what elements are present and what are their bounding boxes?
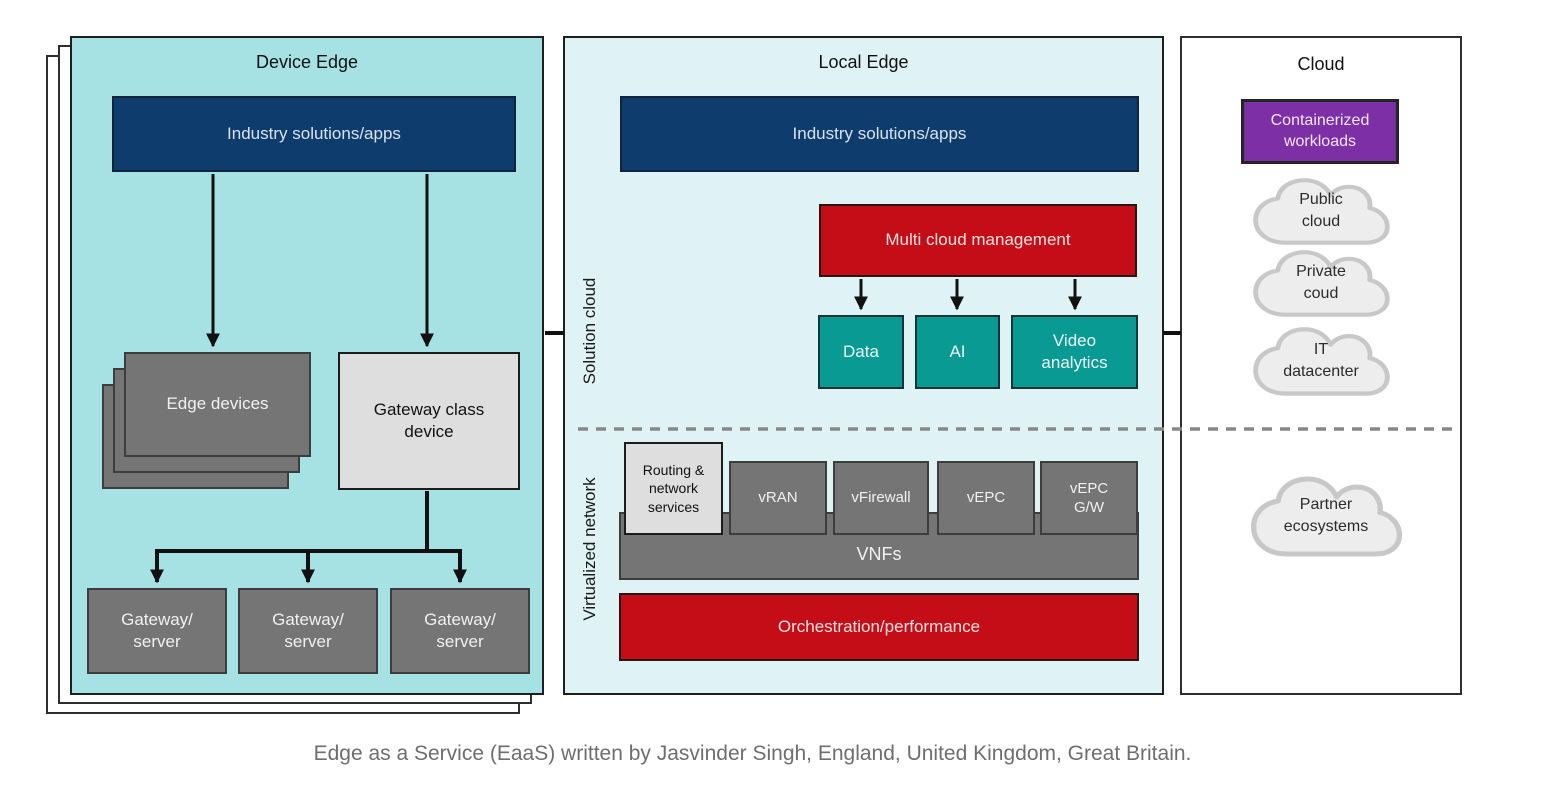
- edge-devices-box: Edge devices: [124, 352, 311, 457]
- routing-network-services-box: Routing & network services: [624, 442, 723, 535]
- cloud-icon: [1253, 327, 1390, 396]
- device-edge-title: Device Edge: [255, 52, 359, 72]
- cloud-icon: [1253, 178, 1390, 245]
- vepc-gw-box: vEPC G/W: [1040, 461, 1138, 535]
- industry-solutions-label: Industry solutions/apps: [227, 123, 401, 143]
- vepc-label: vEPC: [966, 489, 1006, 507]
- cloud-icon: [1250, 476, 1403, 557]
- local-edge-title: Local Edge: [818, 52, 909, 72]
- vfirewall-box: vFirewall: [833, 461, 929, 535]
- gateway-class-device-label: Gateway class device: [373, 399, 485, 441]
- vepc-gw-label: vEPC G/W: [1069, 479, 1109, 517]
- cloud-title: Cloud: [1297, 54, 1345, 74]
- partner-ecosystems-cloud: Partner ecosystems: [1243, 474, 1409, 558]
- routing-network-services-label: Routing & network services: [642, 462, 705, 515]
- multi-cloud-management-label: Multi cloud management: [885, 230, 1071, 250]
- vran-label: vRAN: [758, 489, 798, 507]
- cloud-icon: [1253, 250, 1390, 317]
- it-datacenter-cloud: IT datacenter: [1246, 325, 1396, 397]
- gateway-server-label: Gateway/ server: [272, 609, 344, 651]
- gateway-server-box: Gateway/ server: [87, 588, 227, 674]
- vfirewall-label: vFirewall: [851, 489, 911, 507]
- gateway-server-label: Gateway/ server: [424, 609, 496, 651]
- multi-cloud-management-box: Multi cloud management: [819, 204, 1137, 277]
- orchestration-performance-box: Orchestration/performance: [619, 593, 1139, 661]
- industry-solutions-box-device: Industry solutions/apps: [112, 96, 516, 172]
- partner-ecosystems-label: Partner ecosystems: [1283, 496, 1369, 535]
- vepc-box: vEPC: [937, 461, 1035, 535]
- gateway-server-box: Gateway/ server: [238, 588, 378, 674]
- data-box: Data: [818, 315, 904, 389]
- solution-cloud-label: Solution cloud: [580, 277, 599, 385]
- gateway-server-label: Gateway/ server: [121, 609, 193, 651]
- diagram-caption: Edge as a Service (EaaS) written by Jasv…: [313, 742, 1192, 765]
- public-cloud-label: Public cloud: [1299, 191, 1343, 230]
- virtualized-network-label: Virtualized network: [580, 477, 599, 621]
- data-label: Data: [843, 341, 879, 361]
- orchestration-performance-label: Orchestration/performance: [777, 616, 981, 636]
- private-cloud: Private coud: [1246, 248, 1396, 318]
- vnfs-label: VNFs: [856, 543, 902, 564]
- public-cloud: Public cloud: [1246, 176, 1396, 246]
- containerized-workloads-box: Containerized workloads: [1241, 99, 1399, 164]
- containerized-workloads-label: Containerized workloads: [1270, 111, 1370, 150]
- ai-box: AI: [915, 315, 1000, 389]
- gateway-class-device-box: Gateway class device: [338, 352, 520, 490]
- it-datacenter-label: IT datacenter: [1283, 341, 1359, 380]
- video-analytics-label: Video analytics: [1041, 330, 1108, 372]
- video-analytics-box: Video analytics: [1011, 315, 1138, 389]
- industry-solutions-box-local: Industry solutions/apps: [620, 96, 1139, 172]
- gateway-server-box: Gateway/ server: [390, 588, 530, 674]
- edge-devices-label: Edge devices: [166, 394, 269, 414]
- private-cloud-label: Private coud: [1296, 263, 1346, 302]
- ai-label: AI: [949, 341, 966, 361]
- vran-box: vRAN: [729, 461, 827, 535]
- industry-solutions-label: Industry solutions/apps: [792, 123, 967, 143]
